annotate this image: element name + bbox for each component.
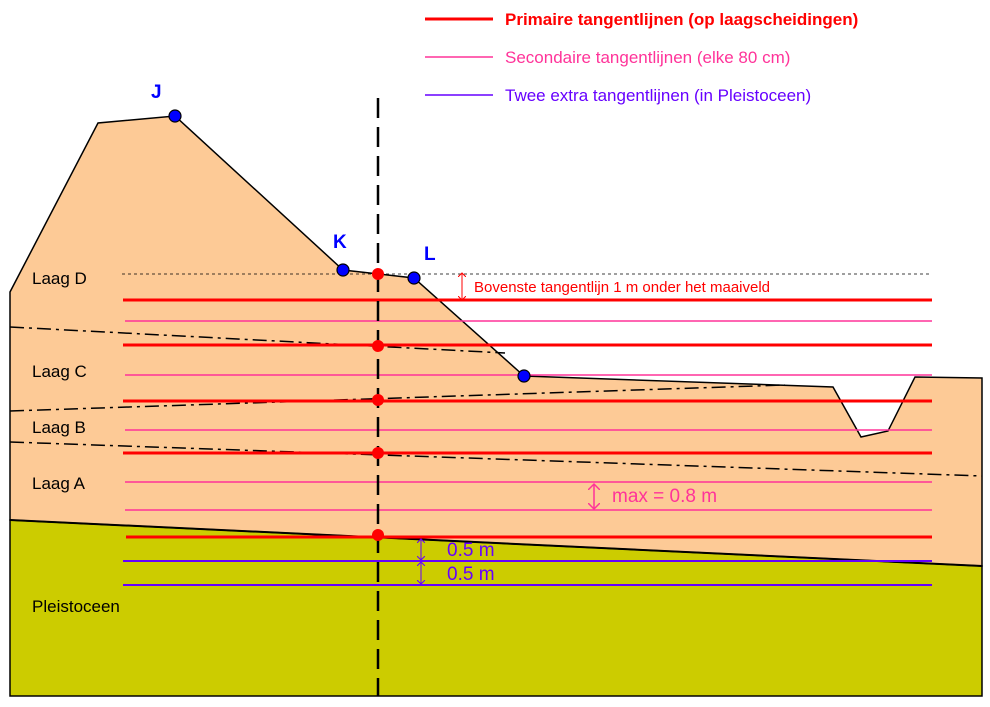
profile-points [168,109,531,383]
primary-tangent-lines [123,298,932,539]
legend-secondary-label: Secondaire tangentlijnen (elke 80 cm) [505,48,790,67]
legend-primary-label: Primaire tangentlijnen (op laagscheiding… [505,10,858,29]
point-k-label: K [333,232,347,253]
top-line-annotation: Bovenste tangentlijn 1 m onder het maaiv… [474,279,770,296]
max-spacing-annotation: max = 0.8 m [612,486,717,507]
legend: Primaire tangentlijnen (op laagscheiding… [425,10,858,105]
layer-b-label: Laag B [32,418,86,437]
point-l-label: L [424,244,436,265]
extra1-annotation: 0.5 m [447,540,495,561]
point-j-label: J [151,82,162,103]
pleistocene-label: Pleistoceen [32,597,120,616]
intersection-dots [372,268,384,541]
extra-tangent-lines [123,560,932,586]
extra2-annotation: 0.5 m [447,564,495,585]
layer-boundary-c-b [9,384,786,412]
layer-d-label: Laag D [32,269,87,288]
layer-a-label: Laag A [32,474,86,493]
dike-soil-body [9,115,983,567]
legend-extra-label: Twee extra tangentlijnen (in Pleistoceen… [505,86,811,105]
pleistocene-boundary [9,519,983,567]
layer-c-label: Laag C [32,362,87,381]
layer-boundary-b-a [9,441,983,477]
layer-boundary-d-c [9,326,506,354]
